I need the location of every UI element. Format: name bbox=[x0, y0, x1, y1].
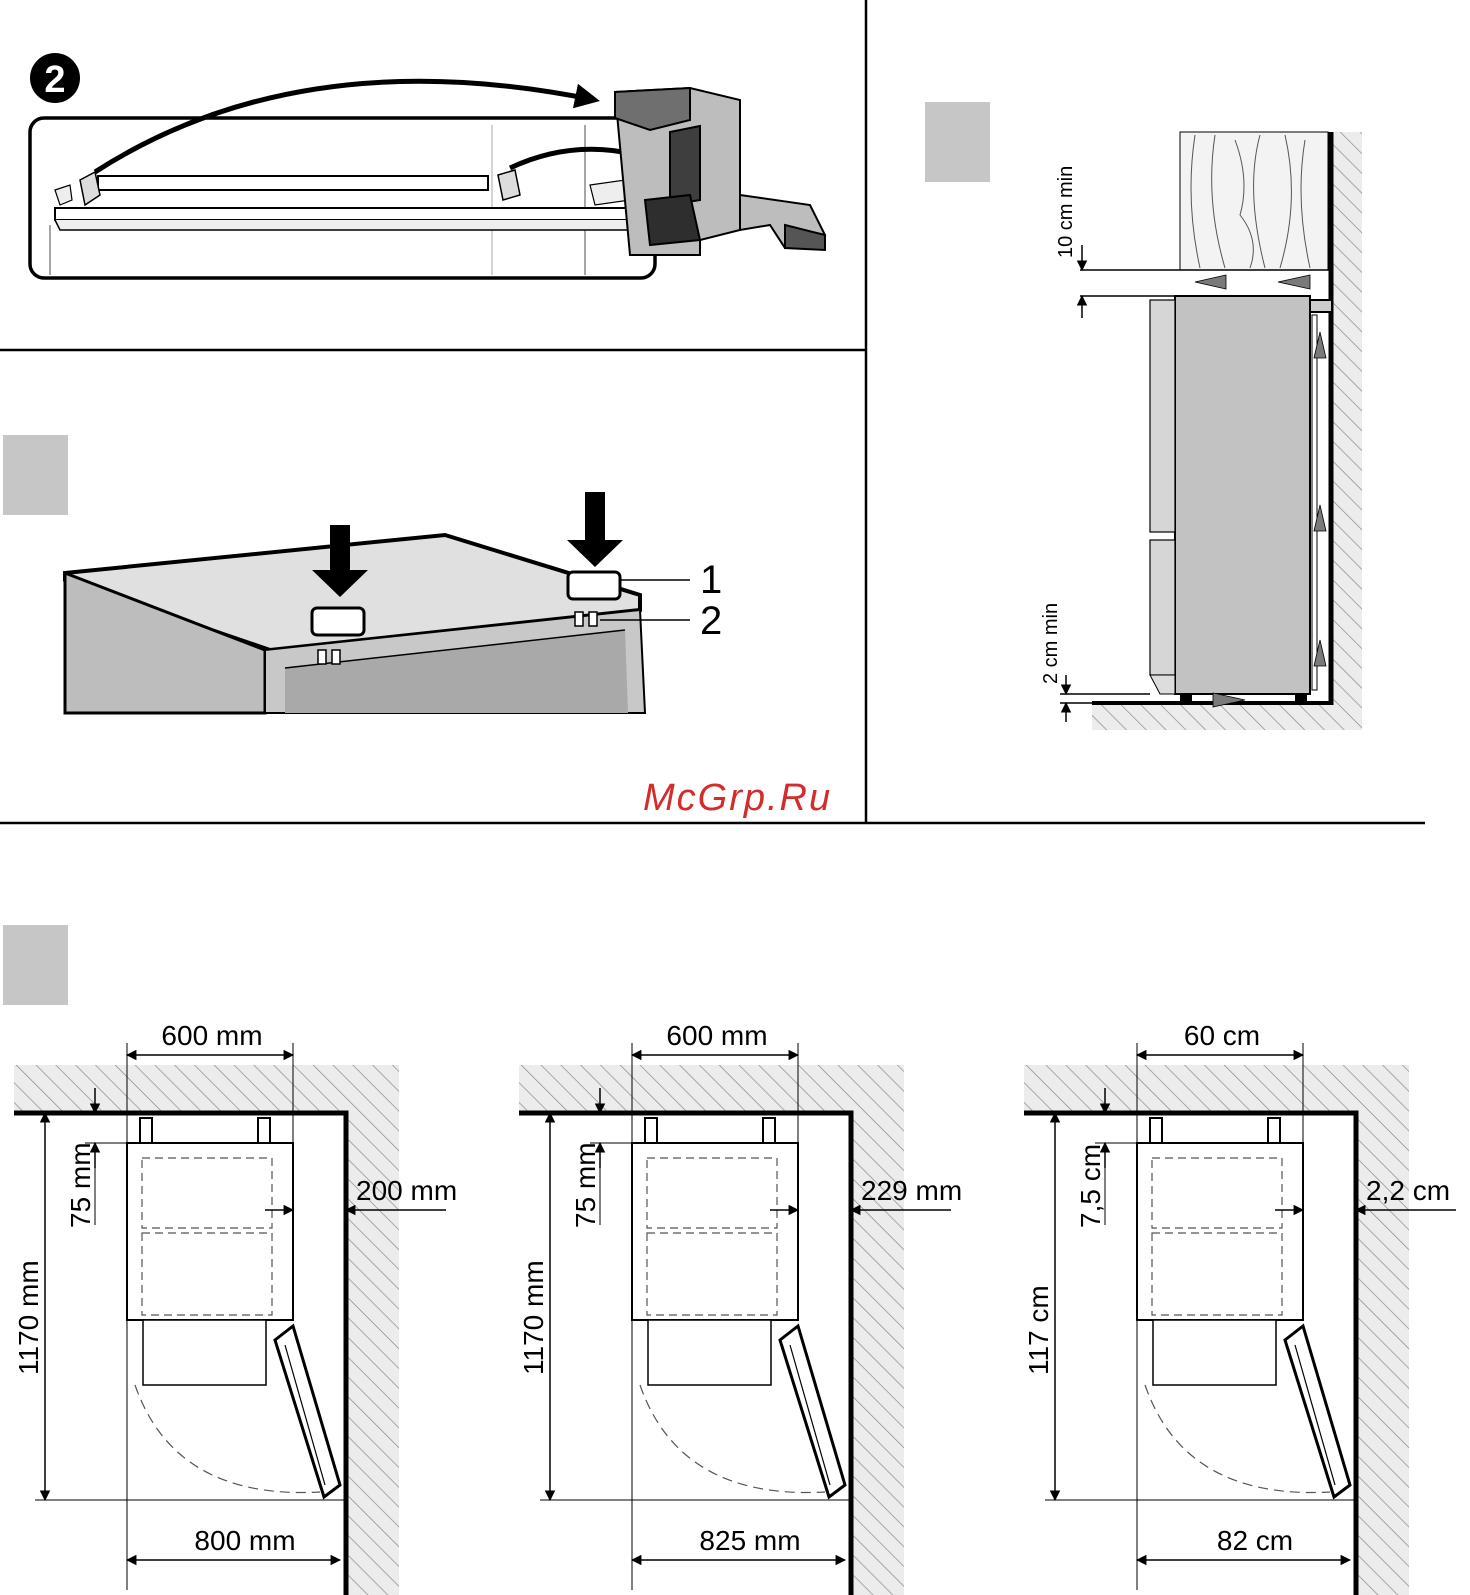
depth-label: 117 cm bbox=[1023, 1285, 1054, 1375]
width-label: 600 mm bbox=[161, 1020, 262, 1051]
side-gap-label: 2,2 cm bbox=[1366, 1175, 1450, 1206]
width-label: 600 mm bbox=[666, 1020, 767, 1051]
callout-2: 2 bbox=[700, 599, 722, 643]
down-arrow-right bbox=[567, 492, 623, 567]
fridge-body bbox=[127, 1143, 293, 1320]
door-swing-arc bbox=[135, 1385, 320, 1493]
fridge-side-body bbox=[1175, 296, 1310, 694]
spacer-block-right bbox=[568, 572, 620, 599]
spacer-block-left bbox=[312, 608, 364, 635]
panel-side-clearance: 10 cm min 2 cm min bbox=[925, 102, 1362, 730]
side-gap-label: 200 mm bbox=[356, 1175, 457, 1206]
rear-wall bbox=[1332, 132, 1362, 730]
layout-1: 600 mm 75 mm 1170 mm 200 mm 800 mm bbox=[13, 1020, 457, 1595]
bottom-clearance-label: 2 cm min bbox=[1040, 603, 1062, 684]
back-wall bbox=[519, 1065, 904, 1113]
side-gap-label: 229 mm bbox=[861, 1175, 962, 1206]
spacer-left bbox=[645, 1118, 657, 1143]
open-door bbox=[780, 1326, 845, 1497]
floor bbox=[1092, 705, 1362, 730]
depth-label: 1170 mm bbox=[518, 1260, 549, 1375]
callout-1: 1 bbox=[700, 558, 722, 602]
depth-label: 1170 mm bbox=[13, 1260, 44, 1375]
total-width-label: 82 cm bbox=[1217, 1525, 1293, 1556]
back-wall bbox=[1024, 1065, 1409, 1113]
drawer bbox=[143, 1320, 266, 1385]
spacer-right bbox=[763, 1118, 775, 1143]
fridge-body bbox=[632, 1143, 798, 1320]
open-door bbox=[275, 1326, 340, 1497]
spacer-left bbox=[140, 1118, 152, 1143]
spacer-left bbox=[1150, 1118, 1162, 1143]
spacer-right bbox=[1268, 1118, 1280, 1143]
back-wall bbox=[14, 1065, 399, 1113]
step-placeholder-d bbox=[3, 925, 68, 1005]
step-badge-number: 2 bbox=[44, 59, 65, 101]
door-swing-arc bbox=[1145, 1385, 1330, 1493]
open-door bbox=[1285, 1326, 1350, 1497]
clip-detail bbox=[615, 88, 825, 255]
drawer bbox=[1153, 1320, 1276, 1385]
spacer-right bbox=[258, 1118, 270, 1143]
panel-shelf-clips: 2 bbox=[30, 53, 825, 278]
drawer bbox=[648, 1320, 771, 1385]
top-clearance-label: 10 cm min bbox=[1055, 166, 1077, 258]
width-label: 60 cm bbox=[1184, 1020, 1260, 1051]
door-swing-arc bbox=[640, 1385, 825, 1493]
fridge-body bbox=[1137, 1143, 1303, 1320]
total-width-label: 800 mm bbox=[194, 1525, 295, 1556]
total-width-label: 825 mm bbox=[699, 1525, 800, 1556]
gap-label: 7,5 cm bbox=[1075, 1144, 1106, 1228]
top-view-layouts: 600 mm 75 mm 1170 mm 200 mm 800 mm 600 mm 75 m… bbox=[13, 1020, 1456, 1595]
step-placeholder-c bbox=[925, 102, 990, 182]
fridge-top-inset bbox=[30, 118, 655, 278]
shelf-frame bbox=[98, 176, 488, 190]
step-placeholder-b bbox=[3, 435, 68, 515]
layout-3: 60 cm 7,5 cm 117 cm 2,2 cm 82 cm bbox=[1023, 1020, 1456, 1595]
watermark: McGrp.Ru bbox=[643, 777, 832, 819]
gap-label: 75 mm bbox=[570, 1142, 601, 1228]
panel-spacers: 1 2 McGrp.Ru bbox=[3, 435, 832, 819]
layout-2: 600 mm 75 mm 1170 mm 229 mm 825 mm bbox=[518, 1020, 962, 1595]
gap-label: 75 mm bbox=[65, 1142, 96, 1228]
